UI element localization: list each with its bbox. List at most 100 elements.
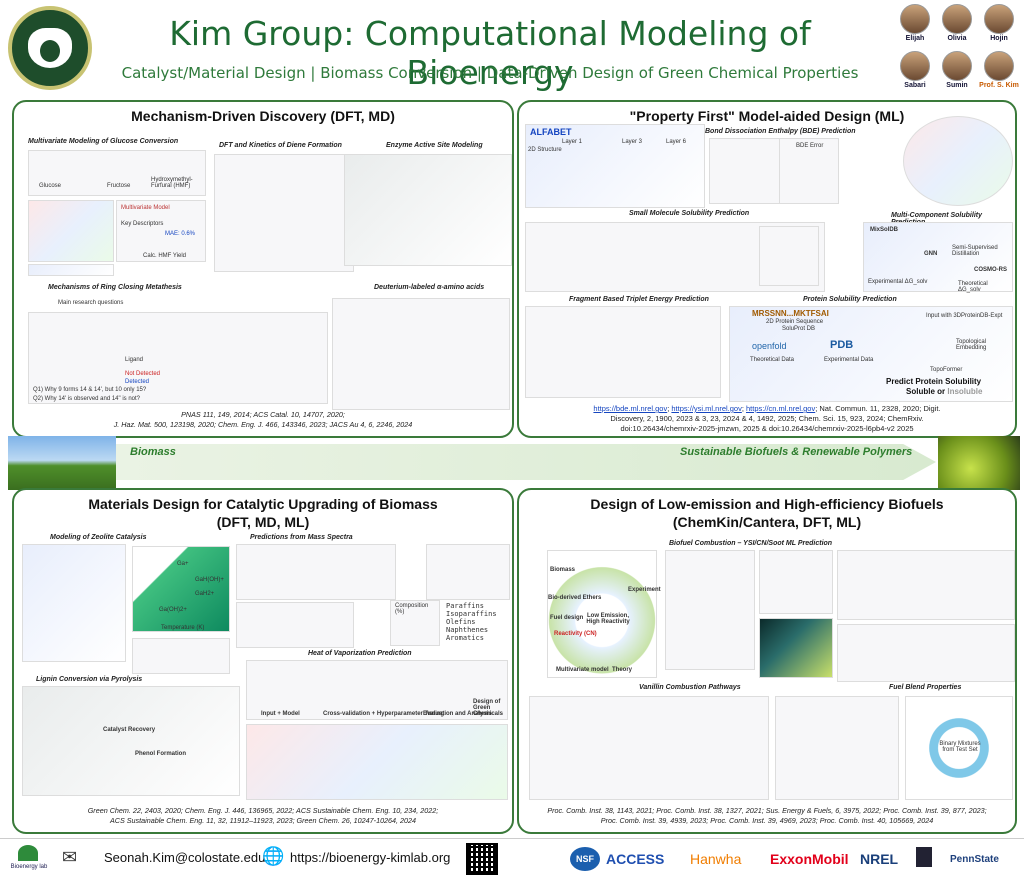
zeolite-framework [132, 638, 230, 674]
section-title: Biofuel Combustion – YSI/CN/Soot ML Pred… [669, 540, 833, 547]
phase-diagram: Ga+ GaH(OH)+ GaH2+ Ga(OH)2+ Temperature … [132, 546, 230, 632]
section-title: Lignin Conversion via Pyrolysis [36, 676, 143, 683]
footer: Bioenergy lab ✉ Seonah.Kim@colostate.edu… [0, 838, 1024, 878]
avatar [900, 4, 930, 34]
section-title: Heat of Vaporization Prediction [308, 650, 412, 657]
arrow-banner [116, 444, 936, 480]
mail-icon: ✉ [62, 847, 78, 867]
university-seal-icon [916, 847, 932, 867]
section-title: Multivariate Modeling of Glucose Convers… [28, 138, 179, 145]
leaf-icon [18, 845, 38, 861]
section-title: Modeling of Zeolite Catalysis [50, 534, 147, 541]
section-title: Enzyme Active Site Modeling [386, 142, 483, 149]
person: Hojin [978, 4, 1020, 49]
globe-icon: 🌐 [262, 846, 285, 866]
hvap-results [246, 724, 508, 800]
heatmap-strip [28, 264, 114, 276]
person: Prof. S. Kim [978, 51, 1020, 96]
avatar [942, 51, 972, 81]
panel-property-first: "Property First" Model-aided Design (ML)… [517, 100, 1017, 438]
ysi-cn-parity [665, 550, 755, 670]
exxonmobil-logo: ExxonMobil [770, 851, 849, 867]
page-subtitle: Catalyst/Material Design | Biomass Conve… [121, 64, 859, 82]
citation: https://bde.ml.nrel.gov; https://ysi.ml.… [593, 404, 941, 433]
qr-code[interactable] [466, 843, 498, 875]
hvap-workflow: Input + Model Cross-validation + Hyperpa… [246, 660, 508, 720]
banner-left-text: Biomass [130, 446, 176, 458]
hanwha-logo: Hanwha [690, 851, 742, 867]
vanillin-pathways [529, 696, 769, 800]
biofuel-image [938, 436, 1020, 490]
blend-parity [775, 696, 899, 800]
section-title: Deuterium-labeled α-amino acids [374, 284, 485, 291]
amino-acid-mechanism [332, 298, 510, 410]
enzyme-surface [344, 154, 512, 266]
cosine-similarity-plot [426, 544, 510, 600]
bde-link[interactable]: https://bde.ml.nrel.gov [593, 404, 668, 413]
avatar [984, 4, 1014, 34]
csu-ram-logo [8, 6, 92, 90]
diene-kinetics-figure [214, 154, 354, 272]
banner-right-text: Sustainable Biofuels & Renewable Polymer… [680, 446, 913, 458]
avatar [900, 51, 930, 81]
panel-mechanism-discovery: Mechanism-Driven Discovery (DFT, MD) Mul… [12, 100, 514, 438]
biomass-field-image [8, 436, 116, 490]
bde-error-histogram: BDE Error [779, 138, 839, 204]
pyrolysis-mechanism: Catalyst Recovery Phenol Formation [22, 686, 240, 796]
chord-diagram [903, 116, 1013, 206]
ysi-link[interactable]: https://ysi.ml.nrel.gov [671, 404, 742, 413]
section-title: Bond Dissociation Enthalpy (BDE) Predict… [705, 128, 856, 135]
avatar [984, 51, 1014, 81]
section-title: Small Molecule Solubility Prediction [629, 210, 750, 217]
composition-bars: Composition (%) [390, 600, 440, 646]
protein-solubility-figure: MRSSNN...MKTFSAI 2D Protein Sequence Sol… [729, 306, 1013, 402]
section-title: Fuel Blend Properties [889, 684, 962, 691]
section-title: DFT and Kinetics of Diene Formation [219, 142, 342, 149]
panel-title-methods: (DFT, MD, ML) [216, 514, 310, 530]
citation: Proc. Comb. Inst. 38, 1143, 2021; Proc. … [547, 806, 987, 825]
section-title: Fragment Based Triplet Energy Prediction [569, 296, 709, 303]
model-parity: Multivariate Model Key Descriptors MAE: … [116, 200, 206, 262]
section-title: Predictions from Mass Spectra [250, 534, 353, 541]
avatar [942, 4, 972, 34]
oxidation-pathway [837, 624, 1015, 682]
nrel-logo: NREL [860, 851, 899, 867]
cn-link[interactable]: https://cn.ml.nrel.gov [746, 404, 816, 413]
panel-title: Design of Low-emission and High-efficien… [590, 496, 944, 512]
panel-title-methods: (ChemKin/Cantera, DFT, ML) [672, 514, 862, 530]
person: Sumin [936, 51, 978, 96]
nsf-logo: NSF [570, 847, 600, 871]
person: Elijah [894, 4, 936, 49]
biomass-to-biofuels-banner: Biomass Sustainable Biofuels & Renewable… [0, 436, 1024, 490]
panel-title: Materials Design for Catalytic Upgrading… [88, 496, 438, 512]
citation: PNAS 111, 149, 2014; ACS Catal. 10, 1470… [113, 410, 413, 429]
person: Olivia [936, 4, 978, 49]
header: Kim Group: Computational Modeling of Bio… [0, 0, 1024, 96]
zeolite-structures [22, 544, 126, 662]
pennstate-logo: PennState [950, 854, 999, 865]
section-title: Vanillin Combustion Pathways [639, 684, 741, 691]
soot-map [759, 618, 833, 678]
person: Sabari [894, 51, 936, 96]
triplet-energy-figure [525, 306, 721, 398]
soot-profile [759, 550, 833, 614]
pionа-legend: Paraffins Isoparaffins Olefins Naphthene… [446, 602, 497, 642]
citation: Green Chem. 22, 2403, 2020; Chem. Eng. J… [87, 806, 439, 825]
mass-spectrum [236, 602, 354, 648]
panel-title: "Property First" Model-aided Design (ML) [629, 108, 905, 124]
team-photos: Elijah Olivia Hojin Sabari Sumin Prof. S… [894, 4, 1022, 96]
fuel-design-cycle: Biomass Bio-derived Ethers Fuel design R… [547, 550, 661, 678]
mass-spec-network [236, 544, 396, 600]
alfabet-gnn-figure: ALFABET 2D Structure Layer 1 Layer 3 Lay… [525, 124, 705, 208]
website-link[interactable]: https://bioenergy-kimlab.org [290, 850, 451, 865]
glucose-scheme: Glucose Fructose Hydroxymethyl-Furfural … [28, 150, 206, 196]
email-link[interactable]: Seonah.Kim@colostate.edu [104, 850, 266, 865]
multicomponent-figure: MixSolDB GNN Semi-Supervised Distillatio… [863, 222, 1013, 293]
pca-plot [28, 200, 114, 262]
solubility-parity [759, 226, 819, 286]
section-title: Mechanisms of Ring Closing Metathesis [48, 284, 182, 291]
bioenergy-lab-logo: Bioenergy lab [6, 845, 52, 873]
page-title: Kim Group: Computational Modeling of Bio… [169, 14, 811, 92]
rcm-mechanism: Ligand Not Detected Detected Q1) Why 9 f… [28, 312, 328, 404]
access-logo: ACCESS [606, 851, 665, 867]
